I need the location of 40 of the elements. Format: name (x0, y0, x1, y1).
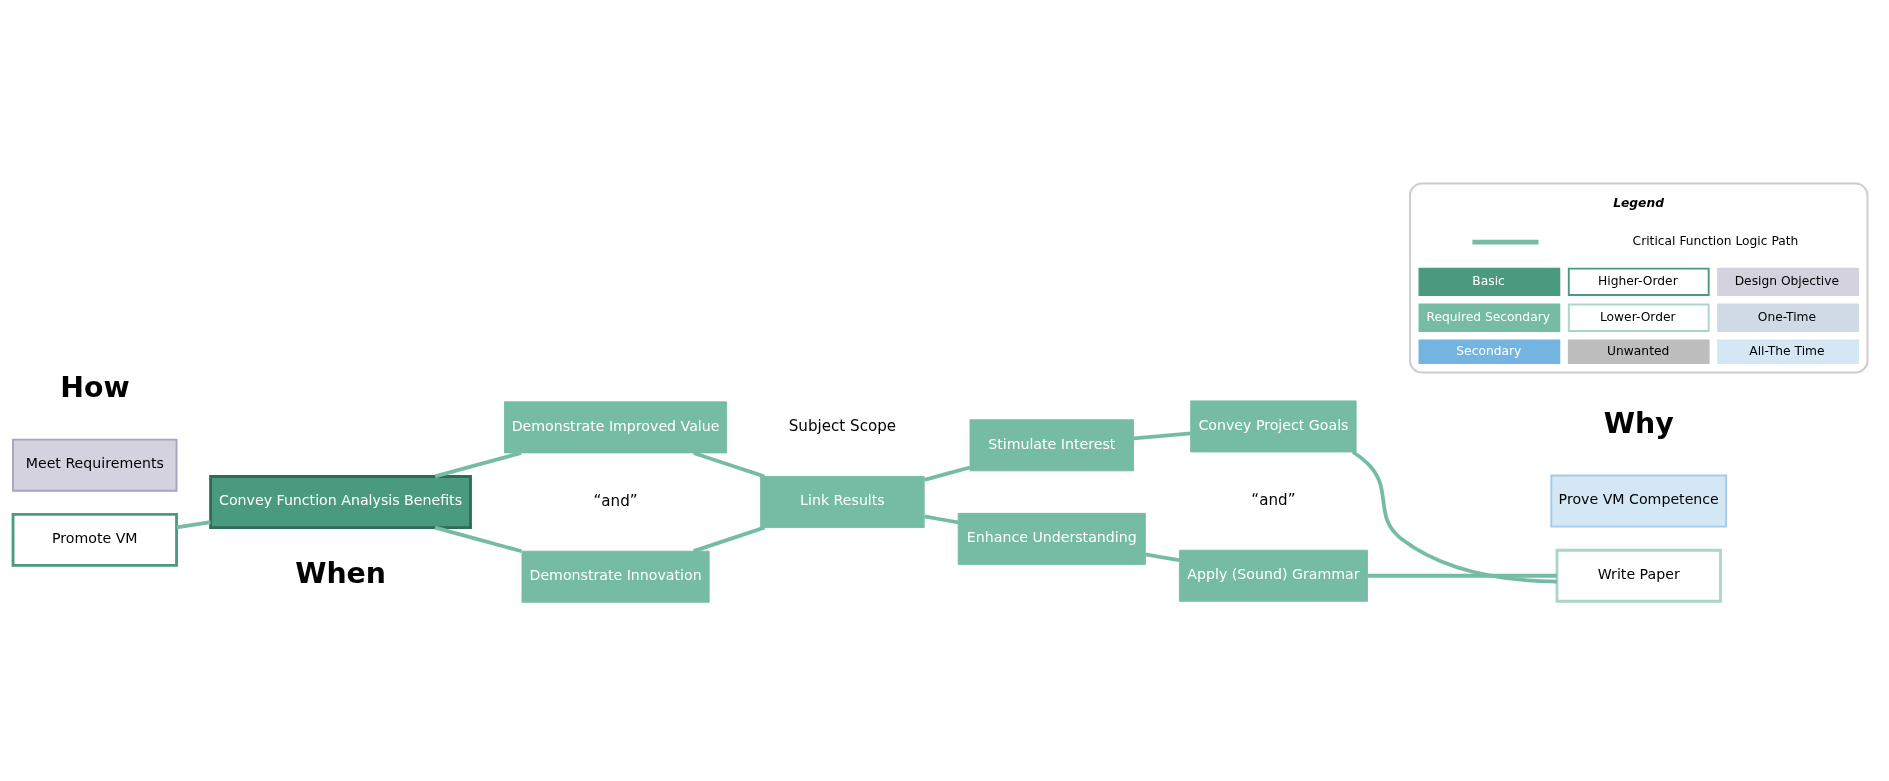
node-box: Write Paper (1555, 548, 1722, 603)
node-box: Meet Requirements (12, 438, 178, 492)
connector (924, 514, 959, 525)
legend-label: All-The Time (1749, 343, 1825, 358)
label: How (60, 370, 130, 404)
connector (1133, 431, 1191, 441)
connector (1351, 450, 1558, 584)
connector (923, 465, 971, 482)
node-box: Demonstrate Improved Value (504, 401, 728, 454)
legend-label: One-Time (1757, 309, 1817, 324)
node-box: Promote VM (11, 512, 178, 567)
label: Why (1603, 406, 1674, 440)
label: Legend (1613, 195, 1664, 210)
label: “and” (593, 491, 638, 510)
label: When (295, 556, 387, 590)
legend-label: Lower-Order (1599, 309, 1676, 324)
node-box: Convey Project Goals (1190, 400, 1357, 453)
node-box: Convey Function Analysis Benefits (209, 475, 472, 529)
legend-label: Design Objective (1734, 274, 1840, 289)
node-box: Stimulate Interest (969, 419, 1134, 472)
node-box: Enhance Understanding (957, 512, 1146, 565)
node-box: Prove VM Competence (1550, 474, 1728, 528)
node-box: Apply (Sound) Grammar (1178, 549, 1368, 602)
connector (693, 525, 766, 553)
node-box: Demonstrate Innovation (521, 550, 710, 603)
label: “and” (1251, 490, 1296, 509)
connector (1367, 573, 1557, 578)
legend-label: Critical Function Logic Path (1632, 234, 1799, 249)
connector (176, 520, 211, 530)
legend-label: Basic (1472, 274, 1505, 289)
legend-label: Secondary (1456, 343, 1522, 358)
legend-label: Required Secondary (1426, 309, 1550, 324)
legend-label: Unwanted (1607, 343, 1670, 358)
connector (693, 451, 766, 479)
connector (1145, 552, 1180, 562)
connector (434, 525, 523, 554)
connector (434, 451, 522, 479)
node-box: Link Results (760, 476, 925, 529)
label: Subject Scope (788, 416, 897, 435)
legend-label: Higher-Order (1598, 274, 1678, 289)
